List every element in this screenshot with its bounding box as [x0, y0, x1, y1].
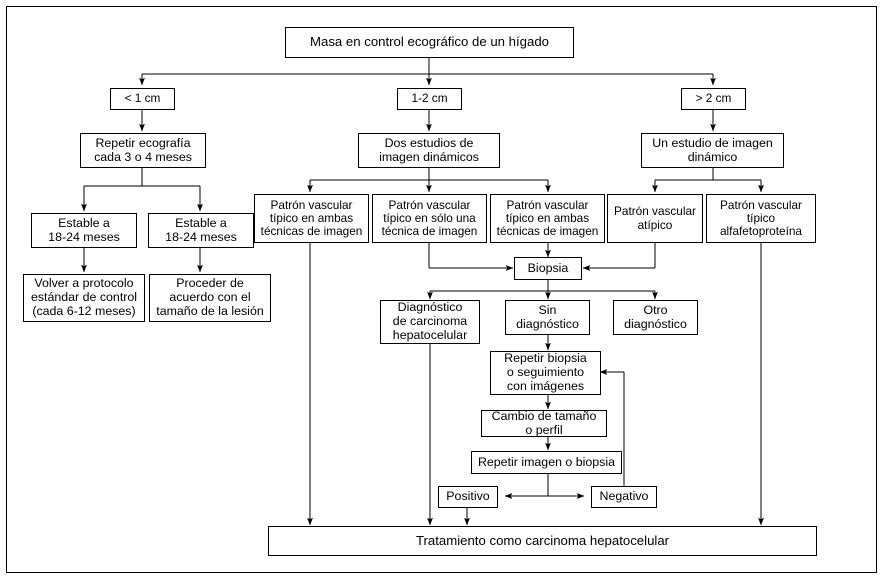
node-repetir-imagen-biopsia[interactable]: Repetir imagen o biopsia: [471, 451, 622, 474]
node-biopsia[interactable]: Biopsia: [514, 257, 582, 280]
node-volver-protocolo[interactable]: Volver a protocolo estándar de control (…: [23, 274, 145, 322]
node-un-estudio[interactable]: Un estudio de imagen dinámico: [641, 133, 784, 168]
node-positivo[interactable]: Positivo: [438, 486, 498, 508]
node-otro-diagnostico[interactable]: Otro diagnóstico: [613, 300, 698, 335]
node-proceder-tamano[interactable]: Proceder de acuerdo con el tamaño de la …: [149, 274, 271, 322]
node-dos-estudios[interactable]: Dos estudios de imagen dinámicos: [358, 133, 500, 168]
node-size-1-2[interactable]: 1-2 cm: [397, 88, 462, 110]
node-negativo[interactable]: Negativo: [591, 486, 657, 508]
node-sin-diagnostico[interactable]: Sin diagnóstico: [505, 300, 590, 335]
node-repetir-ecografia[interactable]: Repetir ecografía cada 3 o 4 meses: [80, 133, 206, 168]
node-diagnostico-carcinoma[interactable]: Diagnóstico de carcinoma hepatocelular: [380, 300, 480, 344]
node-cambio-tamano[interactable]: Cambio de tamaño o perfil: [481, 409, 607, 437]
node-size-gt2[interactable]: > 2 cm: [681, 88, 746, 110]
node-patron-vascular-alfafetoproteina[interactable]: Patrón vascular típico alfafetoproteína: [706, 194, 816, 243]
node-size-lt1[interactable]: < 1 cm: [110, 88, 175, 110]
node-tratamiento[interactable]: Tratamiento como carcinoma hepatocelular: [268, 526, 817, 556]
node-patron-vascular-ambas-1[interactable]: Patrón vascular típico en ambas técnicas…: [254, 194, 369, 243]
node-estable-b[interactable]: Estable a 18-24 meses: [148, 213, 254, 248]
node-root[interactable]: Masa en control ecográfico de un hígado: [285, 27, 574, 58]
node-patron-vascular-solo-una[interactable]: Patrón vascular típico en sólo una técni…: [372, 194, 487, 243]
diagram-border: [6, 6, 877, 573]
node-estable-a[interactable]: Estable a 18-24 meses: [31, 213, 137, 248]
node-repetir-biopsia[interactable]: Repetir biopsia o seguimiento con imágen…: [490, 351, 601, 395]
node-patron-vascular-ambas-2[interactable]: Patrón vascular típico en ambas técnicas…: [490, 194, 605, 243]
node-patron-vascular-atipico[interactable]: Patrón vascular atípico: [607, 194, 703, 243]
